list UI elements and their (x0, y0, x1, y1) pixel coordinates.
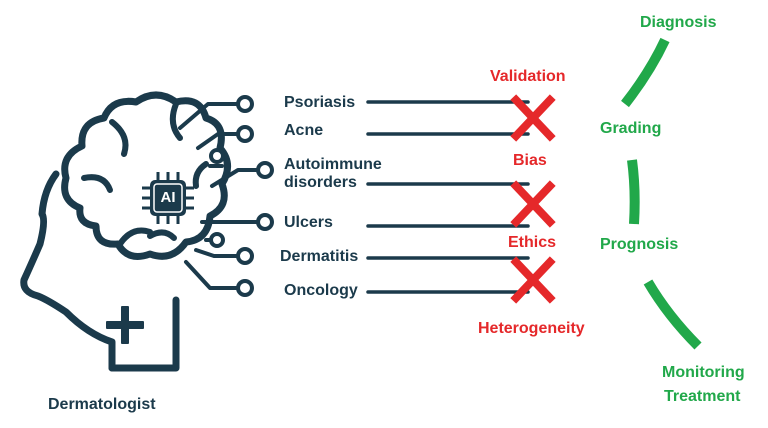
condition-label: disorders (284, 174, 357, 191)
head-neck-line (108, 296, 180, 372)
condition-label: Autoimmune (284, 156, 382, 173)
application-label: Monitoring (662, 364, 745, 381)
application-arc (621, 37, 702, 350)
brain-fold (109, 119, 129, 157)
circuit-node-icon (209, 95, 274, 297)
application-label: Treatment (664, 388, 741, 405)
cross-mark-icon (510, 180, 556, 228)
application-label: Grading (600, 120, 662, 137)
brain-icon (61, 91, 231, 260)
condition-label: Ulcers (284, 214, 333, 231)
head-profile-icon (20, 170, 116, 372)
application-label: Prognosis (600, 236, 679, 253)
cross-mark-icon (510, 256, 556, 304)
dermatologist-label: Dermatologist (48, 396, 156, 413)
brain-fold (81, 174, 113, 193)
challenge-label: Bias (513, 152, 547, 169)
condition-label: Oncology (284, 282, 358, 299)
brain-fold (147, 229, 177, 241)
condition-label: Psoriasis (284, 94, 356, 111)
cross-mark-icon (510, 94, 556, 142)
challenge-label: Ethics (508, 234, 557, 251)
condition-label: Dermatitis (280, 248, 359, 265)
circuit-traces (178, 102, 260, 290)
condition-lines (366, 100, 530, 294)
ai-chip-label: AI (160, 189, 176, 206)
brain-fold (117, 227, 153, 247)
application-label: Diagnosis (640, 14, 717, 31)
challenge-label: Heterogeneity (478, 320, 585, 337)
condition-label: Acne (284, 122, 324, 139)
medical-cross-icon (106, 306, 144, 344)
brain-fold (192, 161, 209, 189)
ai-chip-icon (142, 172, 194, 224)
challenge-label: Validation (490, 68, 566, 85)
brain-fold (169, 101, 183, 141)
